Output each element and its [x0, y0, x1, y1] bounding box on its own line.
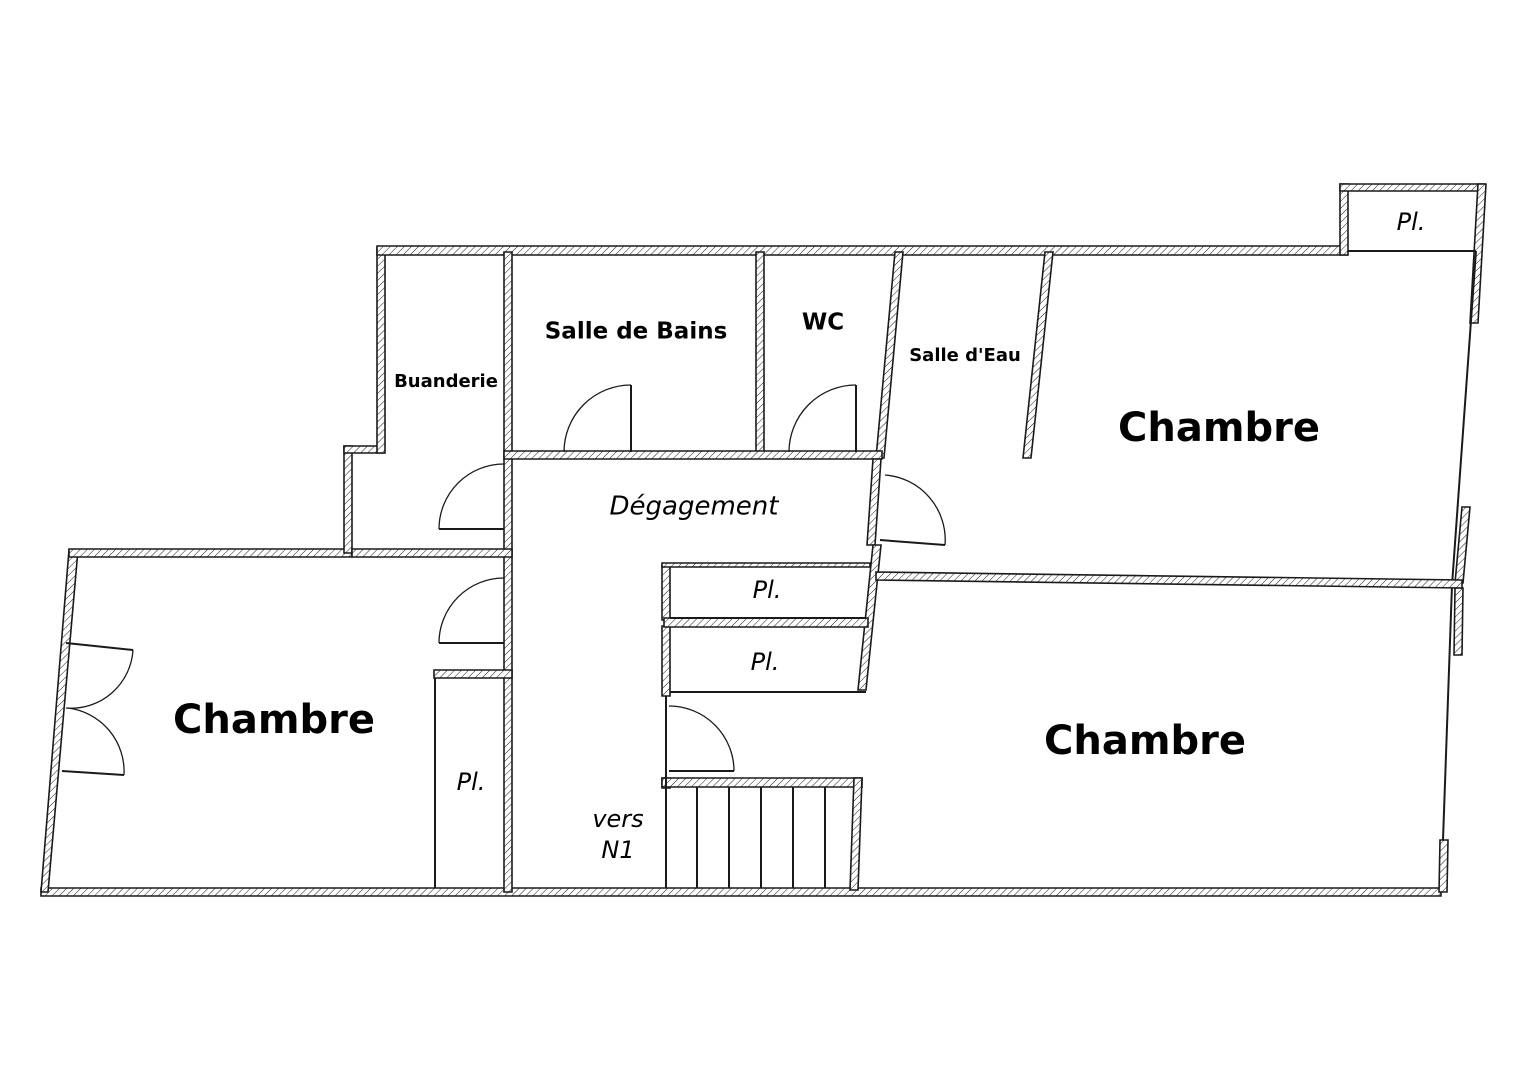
wall-buanderie-bath [503, 251, 513, 553]
wall-salledeau-partial [1022, 251, 1054, 459]
wall-closets-left [661, 564, 671, 621]
outer-wall-buanderie-left [376, 247, 386, 454]
wall-degagement-right-low [857, 544, 882, 691]
wall-left-closet-top [433, 669, 513, 679]
outer-wall-top [376, 245, 1348, 256]
wall-wc-salledeau [875, 251, 904, 459]
outer-wall-right-mid [1454, 506, 1471, 584]
wall-closets-top [661, 562, 871, 568]
wall-under-bath [503, 450, 883, 460]
closet-label-center-upper: Pl. [753, 576, 782, 604]
closet-label-left: Pl. [457, 768, 486, 796]
room-label-chambre-right-bottom: Chambre [1044, 718, 1246, 764]
doors [61, 384, 946, 776]
room-label-chambre-right-top: Chambre [1118, 405, 1320, 451]
walls [40, 183, 1487, 897]
closet-bump-left [1339, 183, 1349, 256]
room-label-degagement: Dégagement [610, 492, 780, 522]
door-degagement-lower[interactable] [668, 705, 735, 772]
outer-wall-bottom [40, 887, 1442, 897]
closet-label-top-right: Pl. [1397, 208, 1426, 236]
outer-wall-top-left [68, 548, 353, 558]
wall-bath-wc [755, 251, 765, 453]
closet-label-center-lower: Pl. [751, 648, 780, 676]
wall-stair-top [661, 777, 863, 788]
room-label-salle-deau: Salle d'Eau [909, 345, 1021, 366]
outer-wall-right-bottom [1438, 839, 1449, 893]
door-chambre-left[interactable] [438, 577, 505, 644]
wall-between-chambres [875, 571, 1463, 589]
outer-wall-left [40, 549, 79, 893]
room-label-wc: WC [802, 310, 844, 336]
door-salle-de-bains[interactable] [563, 384, 632, 453]
outer-wall-step-vertical [343, 445, 353, 554]
room-label-salle-de-bains: Salle de Bains [545, 319, 728, 345]
labels: Chambre Chambre Chambre Salle de Bains W… [173, 208, 1425, 864]
wall-closet-divider [663, 617, 869, 628]
stairs-label-line1: vers [592, 805, 643, 833]
wall-stair-right [849, 777, 863, 891]
outer-wall-right-mid2 [1453, 587, 1464, 656]
room-label-chambre-left: Chambre [173, 697, 375, 743]
closet-bump-top [1339, 183, 1485, 192]
door-buanderie[interactable] [438, 463, 505, 530]
room-label-buanderie: Buanderie [394, 371, 498, 392]
window-double-door-left[interactable] [61, 642, 134, 776]
thin-lines [434, 678, 826, 888]
door-chambre-right-top[interactable] [879, 474, 946, 546]
wall-chambre-top-right [351, 548, 513, 558]
door-wc[interactable] [788, 384, 857, 453]
wall-closets-left2 [661, 625, 671, 697]
wall-chambre-degagement [503, 551, 513, 893]
stairs-label-line2: N1 [601, 836, 634, 864]
wall-degagement-right [866, 458, 882, 546]
